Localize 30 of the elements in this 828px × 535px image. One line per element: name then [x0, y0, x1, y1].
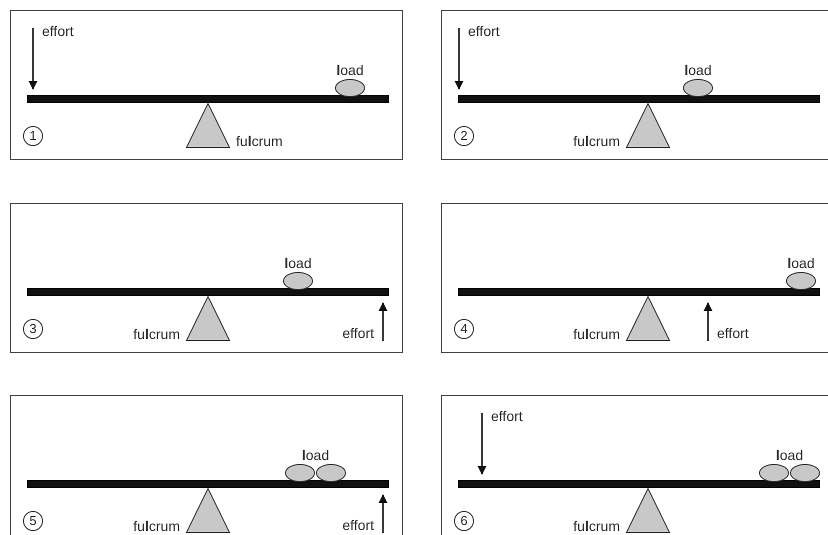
step-number: 4 — [454, 319, 474, 339]
load-label: load — [300, 447, 330, 463]
fulcrum-label: fulcrum — [572, 133, 620, 149]
fulcrum-label: fulcrum — [132, 518, 180, 534]
fulcrum-label: fulcrum — [132, 326, 180, 342]
effort-label: effort — [468, 23, 500, 39]
effort-label: effort — [42, 23, 74, 39]
effort-label: effort — [341, 325, 374, 341]
step-number: 3 — [23, 319, 43, 339]
load-label: load — [786, 255, 816, 271]
panel-frame — [441, 203, 828, 353]
effort-label: effort — [491, 408, 523, 424]
step-number: 2 — [454, 126, 474, 146]
panel-frame — [10, 395, 403, 535]
effort-label: effort — [717, 325, 749, 341]
step-number: 5 — [23, 511, 43, 531]
fulcrum-label: fulcrum — [572, 518, 620, 534]
load-label: load — [335, 62, 365, 78]
load-label: load — [774, 447, 804, 463]
fulcrum-label: fulcrum — [236, 133, 283, 149]
panel-frame — [441, 10, 828, 160]
panel-frame — [10, 10, 403, 160]
step-number: 1 — [23, 126, 43, 146]
load-label: load — [683, 62, 713, 78]
panel-frame — [441, 395, 828, 535]
step-number: 6 — [454, 511, 474, 531]
fulcrum-label: fulcrum — [572, 326, 620, 342]
effort-label: effort — [341, 517, 374, 533]
panel-frame — [10, 203, 403, 353]
load-label: load — [283, 255, 313, 271]
